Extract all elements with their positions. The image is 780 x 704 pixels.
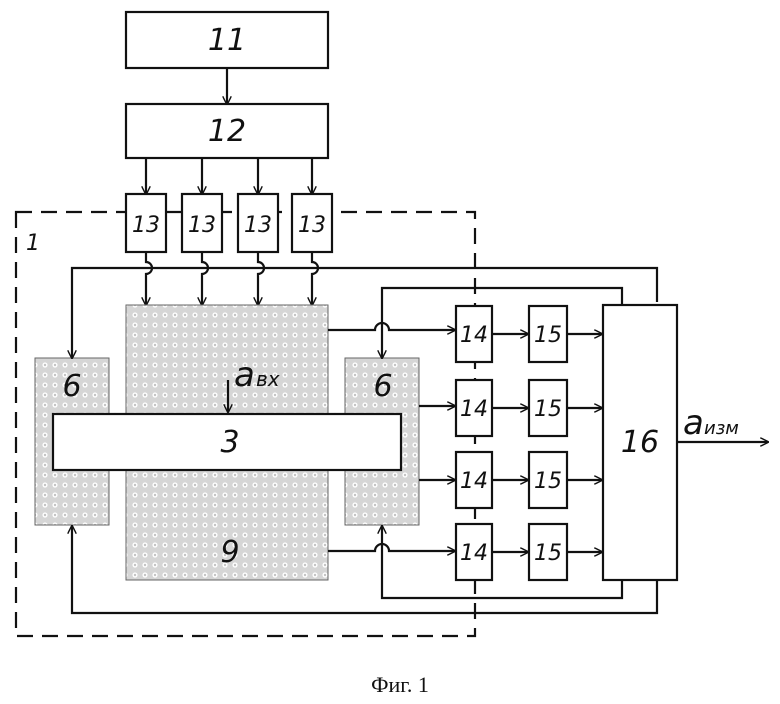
block-14-d: 14 [456, 524, 492, 580]
label-12: 12 [208, 114, 246, 149]
label-1: 1 [26, 231, 40, 256]
svg-text:15: 15 [534, 397, 562, 422]
feedback-bus-bottom-right [382, 526, 622, 598]
block-13-b: 13 [182, 194, 222, 252]
label-11: 11 [208, 23, 246, 58]
label-3: 3 [220, 425, 239, 460]
label-a-in-sub: вх [256, 367, 280, 391]
svg-text:15: 15 [534, 469, 562, 494]
block-15-b: 15 [529, 380, 567, 436]
svg-text:14: 14 [460, 469, 488, 494]
svg-text:13: 13 [298, 213, 326, 238]
label-a-out: a [683, 403, 704, 443]
svg-text:13: 13 [244, 213, 272, 238]
figure-caption: Фиг. 1 [371, 672, 429, 697]
block-14-b: 14 [456, 380, 492, 436]
block-13-d: 13 [292, 194, 332, 252]
svg-text:14: 14 [460, 397, 488, 422]
label-9: 9 [220, 535, 239, 570]
block-15-d: 15 [529, 524, 567, 580]
svg-text:13: 13 [132, 213, 160, 238]
feedback-bus-mid [382, 288, 622, 358]
label-a-out-sub: изм [704, 418, 739, 439]
label-6-right: 6 [373, 369, 392, 404]
block-14-c: 14 [456, 452, 492, 508]
block-15-a: 15 [529, 306, 567, 362]
label-16: 16 [621, 425, 659, 460]
arrows-13-to-9 [146, 252, 318, 305]
svg-text:15: 15 [534, 323, 562, 348]
block-15-c: 15 [529, 452, 567, 508]
svg-text:15: 15 [534, 541, 562, 566]
svg-text:13: 13 [188, 213, 216, 238]
svg-text:14: 14 [460, 323, 488, 348]
block-13-a: 13 [126, 194, 166, 252]
block-14-a: 14 [456, 306, 492, 362]
arrows-12-to-13 [146, 158, 312, 194]
label-6-left: 6 [62, 369, 81, 404]
arrows-14-to-15 [492, 334, 528, 552]
label-a-in: a [234, 355, 255, 395]
svg-text:14: 14 [460, 541, 488, 566]
block-13-c: 13 [238, 194, 278, 252]
arrows-15-to-16 [567, 334, 602, 552]
